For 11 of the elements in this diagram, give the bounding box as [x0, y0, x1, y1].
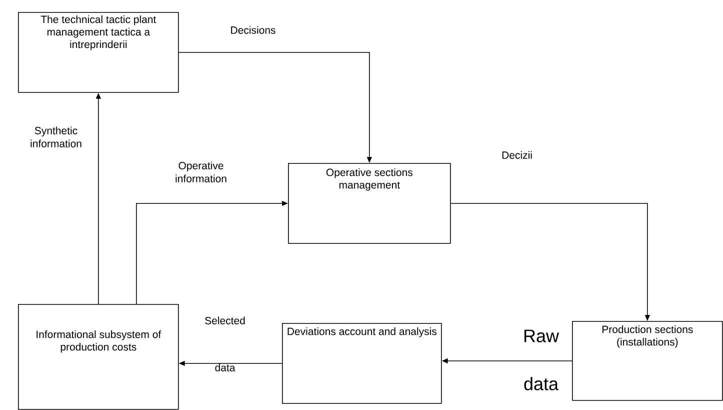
edge-label: Decizii [502, 151, 532, 159]
process-box: Deviations account and analysis [282, 323, 442, 404]
edge-label: Operative information [176, 162, 226, 182]
edge-label: Synthetic information [30, 126, 82, 148]
process-box: Operative sections management [288, 163, 451, 244]
process-box: Informational subsystem of production costs [18, 304, 179, 410]
edge-label: Decisions [231, 26, 276, 34]
process-box: Production sections (installations) [572, 321, 723, 401]
edge-label: Raw data [524, 330, 560, 390]
process-box: The technical tactic plant management tactica a intreprinderii [18, 12, 179, 93]
edge-label: Selected data [205, 316, 245, 372]
